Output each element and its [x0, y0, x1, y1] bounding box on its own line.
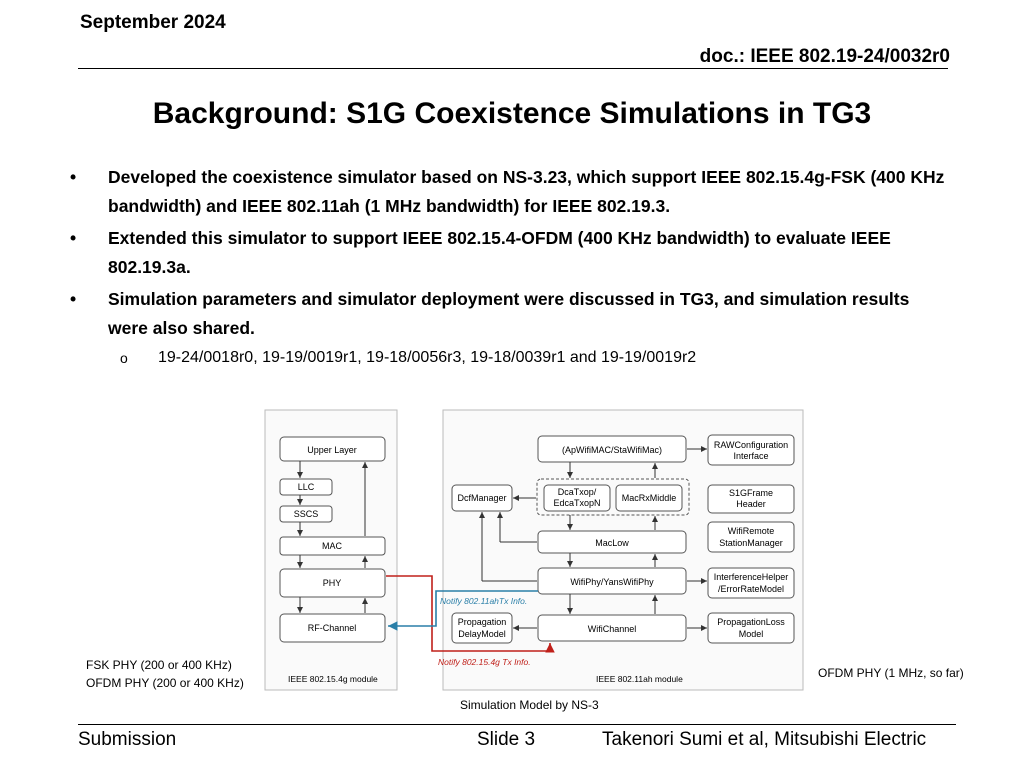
caption-ofdm-phy: OFDM PHY (200 or 400 KHz) [86, 676, 244, 690]
footer-author: Takenori Sumi et al, Mitsubishi Electric [602, 729, 927, 750]
block-propagation-loss-label: PropagationLoss [717, 617, 785, 627]
bullet-text: Developed the coexistence simulator base… [108, 167, 945, 216]
module-label-802-11ah: IEEE 802.11ah module [596, 674, 683, 684]
block-ap-sta-wifi-mac-label: (ApWifiMAC/StaWifiMac) [562, 445, 662, 455]
block-mac [279, 536, 386, 556]
bullet-dot-icon: • [70, 289, 77, 309]
block-mac-low [537, 530, 687, 554]
block-raw-configuration-label: RAWConfiguration [714, 440, 788, 450]
block-rf-channel [279, 613, 386, 643]
block-dcatxop-label: DcaTxop/ [558, 487, 597, 497]
block-dashed-group [536, 478, 690, 516]
bullet-list: • Developed the coexistence simulator bas… [70, 163, 950, 370]
block-s1g-frame-header-label: Header [736, 499, 766, 509]
module-label-802-15-4g: IEEE 802.15.4g module [288, 674, 378, 684]
block-s1g-frame-header [707, 484, 795, 514]
block-dcatxop [543, 484, 611, 512]
bullet-dot-icon: • [70, 167, 77, 187]
block-upper-layer [279, 436, 386, 462]
block-phy [279, 568, 386, 598]
footer-divider [78, 724, 956, 725]
caption-left: FSK PHY (200 or 400 KHz) OFDM PHY (200 o… [86, 656, 244, 692]
block-rf-channel-label: RF-Channel [308, 623, 357, 633]
block-ap-sta-wifi-mac [537, 435, 687, 463]
bullet-text: Simulation parameters and simulator depl… [108, 289, 910, 338]
block-wifi-phy-label: WifiPhy/YansWifiPhy [570, 577, 654, 587]
sub-bullet-text: 19-24/0018r0, 19-19/0019r1, 19-18/0056r3… [158, 349, 697, 366]
block-raw-configuration [707, 434, 795, 466]
footer-slide-number: Slide 3 [477, 729, 536, 750]
block-llc-label: LLC [298, 482, 315, 492]
block-interference-helper-label: InterferenceHelper [714, 572, 789, 582]
block-dcf-manager [451, 484, 513, 512]
block-wifi-phy [537, 567, 687, 595]
block-upper-layer-label: Upper Layer [307, 445, 357, 455]
block-propagation-delay-model [451, 612, 513, 644]
notify-802-15-4g-link [386, 575, 555, 653]
caption-fsk-phy: FSK PHY (200 or 400 KHz) [86, 658, 232, 672]
sub-bullet-item: o 19-24/0018r0, 19-19/0019r1, 19-18/0056r… [70, 346, 950, 370]
diagram-caption: Simulation Model by NS-3 [460, 698, 599, 712]
block-wifi-remote-label: StationManager [719, 538, 783, 548]
block-sscs-label: SSCS [294, 509, 319, 519]
notify-802-15-4g-label: Notify 802.15.4g Tx Info. [438, 657, 531, 667]
block-dcatxop-label: EdcaTxopN [553, 498, 600, 508]
header-doc-id: doc.: IEEE 802.19-24/0032r0 [699, 46, 950, 67]
block-propagation-delay-label: Propagation [458, 617, 507, 627]
block-interference-helper [707, 567, 795, 599]
notify-802-11ah-link [388, 590, 538, 631]
block-phy-label: PHY [323, 578, 342, 588]
block-propagation-loss-label: Model [739, 629, 764, 639]
block-s1g-frame-header-label: S1GFrame [729, 488, 773, 498]
sub-bullet-circle-icon: o [120, 350, 128, 366]
block-wifi-remote-station-manager [707, 521, 795, 553]
block-llc [279, 478, 333, 496]
block-wifi-channel-label: WifiChannel [588, 624, 637, 634]
bullet-text: Extended this simulator to support IEEE … [108, 228, 891, 277]
block-wifi-remote-label: WifiRemote [728, 526, 775, 536]
slide-title: Background: S1G Coexistence Simulations … [152, 97, 872, 130]
block-mac-label: MAC [322, 541, 343, 551]
caption-right: OFDM PHY (1 MHz, so far) [818, 666, 964, 680]
header-divider [78, 68, 948, 69]
footer-submission: Submission [78, 729, 177, 750]
notify-802-11ah-label: Notify 802.11ahTx Info. [440, 596, 527, 606]
block-mac-rx-middle [615, 484, 683, 512]
header-date: September 2024 [80, 12, 226, 33]
block-mac-low-label: MacLow [595, 538, 629, 548]
bullet-item: • Simulation parameters and simulator dep… [70, 285, 950, 342]
block-propagation-delay-label: DelayModel [458, 629, 506, 639]
block-propagation-loss-model [707, 612, 795, 644]
block-dcf-manager-label: DcfManager [457, 493, 506, 503]
block-raw-configuration-label: Interface [733, 451, 768, 461]
bullet-item: • Developed the coexistence simulator bas… [70, 163, 950, 220]
bullet-item: • Extended this simulator to support IEEE… [70, 224, 950, 281]
block-sscs [279, 505, 333, 523]
bullet-dot-icon: • [70, 228, 77, 248]
block-mac-rx-middle-label: MacRxMiddle [622, 493, 677, 503]
simulation-model-diagram: Upper Layer LLC SSCS MAC PHY RF-Channel … [264, 409, 804, 691]
block-wifi-channel [537, 614, 687, 642]
block-interference-helper-label: /ErrorRateModel [718, 584, 784, 594]
